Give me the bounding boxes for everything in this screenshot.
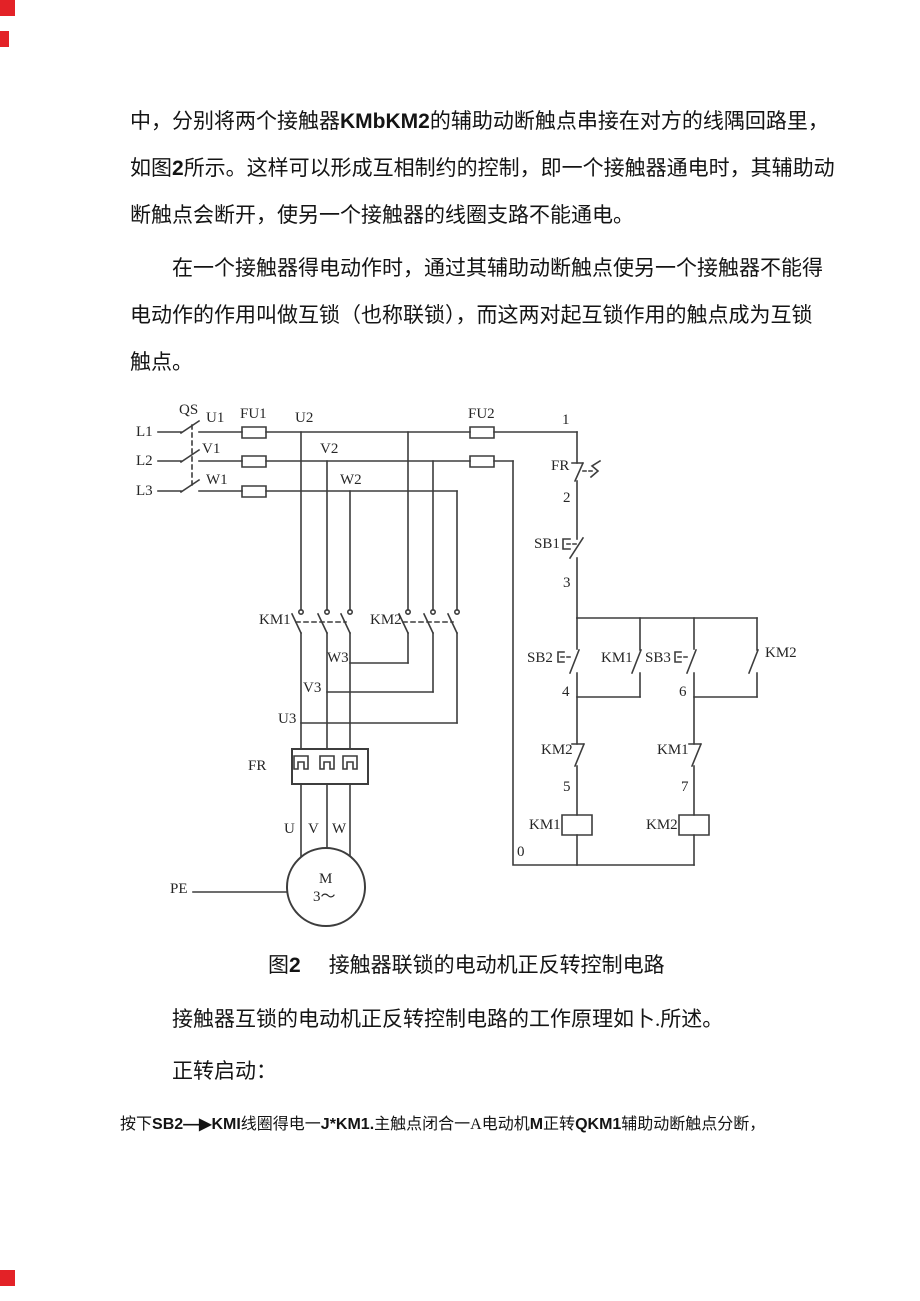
label-FR-main: FR [248, 758, 267, 774]
label-KM2-coil: KM2 [646, 817, 678, 833]
label-V2: V2 [320, 441, 339, 457]
p5-bold-m: M [529, 1116, 544, 1133]
label-U3: U3 [278, 711, 297, 727]
label-node-7: 7 [681, 779, 689, 795]
label-FU2: FU2 [468, 406, 495, 422]
label-SB2: SB2 [527, 650, 553, 666]
paragraph-1-line-3: 断触点会断开，使另一个接触器的线圈支路不能通电。 [130, 203, 634, 227]
fu1-fuses [242, 427, 266, 497]
label-QS: QS [179, 402, 199, 418]
control-circuit [513, 432, 758, 865]
red-corner-marker-bottom [0, 1270, 15, 1286]
label-W3: W3 [327, 650, 349, 666]
fr-thermal-element [292, 749, 368, 784]
label-3-phase: 3～ [313, 889, 336, 905]
label-U2: U2 [295, 410, 314, 426]
p5-text-5: 辅助动断触点分断， [621, 1116, 766, 1133]
label-W: W [332, 821, 347, 837]
caption-title: 接触器联锁的电动机正反转控制电路 [328, 953, 665, 977]
label-M: M [319, 871, 333, 887]
p1l1-text: 中，分别将两个接触器 [130, 109, 340, 133]
paragraph-1-line-1: 中，分别将两个接触器KMbKM2的辅助动断触点串接在对方的线隅回路里， [130, 108, 829, 135]
label-node-4: 4 [562, 684, 570, 700]
p5-text-4: 正转 [543, 1116, 576, 1133]
p1l1-bold-km: KMbKM2 [340, 110, 430, 133]
label-W1: W1 [206, 472, 228, 488]
label-node-6: 6 [679, 684, 687, 700]
label-L3: L3 [136, 483, 153, 499]
paragraph-2-line-2: 电动作的作用叫做互锁（也称联锁），而这两对起互锁作用的触点成为互锁 [130, 303, 813, 327]
paragraph-4: 正转启动： [172, 1059, 277, 1083]
p5-bold-km1: J*KM1. [320, 1116, 375, 1133]
label-node-2: 2 [563, 490, 571, 506]
red-corner-marker-top [0, 0, 15, 16]
label-KM2-aux-no: KM2 [765, 645, 797, 661]
km2-main-contacts [399, 610, 459, 633]
p5-text-1: 按下 [120, 1116, 153, 1133]
label-node-1: 1 [562, 412, 570, 428]
km1-main-contacts [292, 610, 352, 633]
label-U: U [284, 821, 295, 837]
paragraph-5: 按下SB2—▶KMI线圈得电一J*KM1.主触点闭合一A电动机M正转QKM1辅助… [120, 1114, 765, 1136]
label-KM1-coil: KM1 [529, 817, 561, 833]
label-SB1: SB1 [534, 536, 560, 552]
label-KM1-aux-no: KM1 [601, 650, 633, 666]
label-FU1: FU1 [240, 406, 267, 422]
p1l2-text2: 所示。这样可以形成互相制约的控制，即一个接触器通电时，其辅助动 [183, 156, 835, 180]
label-V: V [308, 821, 319, 837]
motor [193, 784, 365, 926]
red-corner-marker-top2 [0, 31, 9, 47]
label-L2: L2 [136, 453, 153, 469]
p1l2-text: 如图 [130, 156, 172, 180]
label-PE: PE [170, 881, 188, 897]
p5-bold-qkm1: QKM1 [575, 1116, 622, 1133]
caption-fig-num: 2 [289, 954, 301, 977]
paragraph-1-line-2: 如图2所示。这样可以形成互相制约的控制，即一个接触器通电时，其辅助动 [130, 155, 835, 182]
p5-bold-sb2: SB2—▶KMI [152, 1116, 241, 1133]
p5-text-3: 主触点闭合一A电动机 [374, 1116, 530, 1133]
label-node-3: 3 [563, 575, 571, 591]
label-U1: U1 [206, 410, 225, 426]
label-V3: V3 [303, 680, 322, 696]
label-node-5: 5 [563, 779, 571, 795]
p1l1-text2: 的辅助动断触点串接在对方的线隅回路里， [429, 109, 829, 133]
figure-caption: 图2 接触器联锁的电动机正反转控制电路 [268, 952, 665, 979]
circuit-diagram-figure [0, 390, 920, 950]
paragraph-2-line-1: 在一个接触器得电动作时，通过其辅助动断触点使另一个接触器不能得 [172, 256, 823, 280]
label-KM2-interlock-nc: KM2 [541, 742, 573, 758]
label-SB3: SB3 [645, 650, 671, 666]
label-FR-control: FR [551, 458, 570, 474]
label-L1: L1 [136, 424, 153, 440]
label-W2: W2 [340, 472, 362, 488]
p1l2-bold-2: 2 [172, 157, 184, 180]
caption-fig: 图 [268, 953, 289, 977]
label-KM1-main: KM1 [259, 612, 291, 628]
label-V1: V1 [202, 441, 221, 457]
fu2-fuses [470, 427, 494, 467]
label-KM1-interlock-nc: KM1 [657, 742, 689, 758]
paragraph-2-line-3: 触点。 [130, 350, 193, 374]
p5-text-2: 线圈得电一 [240, 1116, 321, 1133]
qs-switch [158, 421, 242, 492]
label-node-0: 0 [517, 844, 525, 860]
paragraph-3: 接触器互锁的电动机正反转控制电路的工作原理如卜.所述。 [172, 1007, 724, 1031]
label-KM2-main: KM2 [370, 612, 402, 628]
